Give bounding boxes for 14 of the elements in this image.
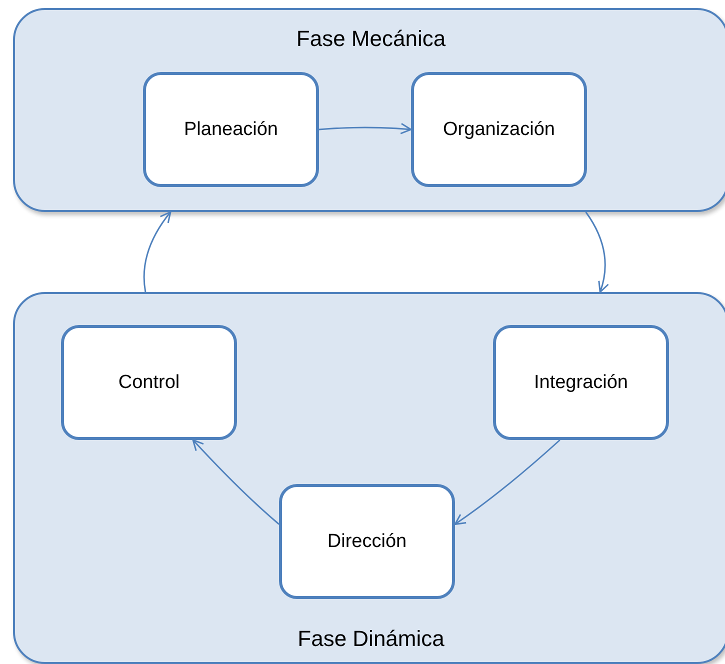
- arrow: [454, 439, 560, 525]
- process-box: Integración: [493, 325, 669, 440]
- arrow: [192, 439, 280, 525]
- process-box: Organización: [411, 72, 587, 187]
- process-box: Control: [61, 325, 237, 440]
- process-box: Dirección: [279, 484, 455, 599]
- arrow: [585, 212, 609, 293]
- phase-title: Fase Mecánica: [295, 26, 447, 52]
- arrow: [143, 211, 172, 292]
- process-box: Planeación: [143, 72, 319, 187]
- arrow: [318, 122, 412, 134]
- phase-panel: [13, 8, 725, 212]
- phase-title: Fase Dinámica: [296, 626, 446, 652]
- phase-panel: [13, 292, 725, 664]
